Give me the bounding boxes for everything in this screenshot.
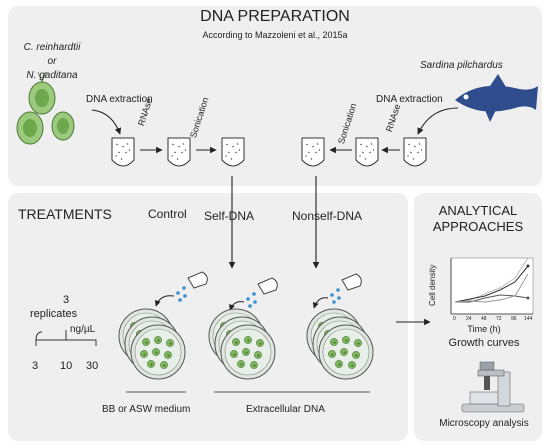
petri-dish-stack-nonself [307, 309, 373, 379]
medium-label: BB or ASW medium [102, 404, 191, 415]
petri-dish-stack-self [209, 309, 275, 379]
tube-icon [403, 137, 427, 167]
control-label: Control [148, 207, 187, 221]
petri-dish-stack-control [119, 309, 185, 379]
tube-icon [355, 137, 379, 167]
extracellular-dna-label: Extracellular DNA [246, 404, 325, 415]
microscopy-label: Microscopy analysis [439, 418, 529, 429]
tube-icon [167, 137, 191, 167]
concentration-high: 30 [86, 360, 99, 372]
algae-label-2: N. gaditana [26, 70, 78, 81]
nonself-dna-label: Nonself-DNA [292, 209, 363, 223]
tube-icon [111, 137, 135, 167]
algae-label-1: C. reinhardtii [23, 42, 81, 53]
concentration-low: 3 [32, 360, 39, 372]
concentration-mid: 10 [60, 360, 73, 372]
chart-xtick-4: 96 [511, 316, 517, 322]
algae-label-or: or [47, 56, 57, 67]
chart-xtick-5: 144 [524, 316, 533, 322]
chart-xtick-0: 0 [453, 316, 456, 322]
chart-ylabel: Cell density [428, 264, 437, 306]
tube-icon [221, 137, 245, 167]
microscope-icon [461, 361, 525, 413]
treatments-title: TREATMENTS [18, 206, 112, 222]
algae-cell-icon [16, 71, 75, 145]
chart-xlabel: Time (h) [467, 324, 501, 334]
right-extraction-label: DNA extraction [376, 94, 443, 105]
concentration-unit: ng/µL [70, 324, 96, 335]
chart-xtick-2: 48 [481, 316, 487, 322]
tube-icon [301, 137, 325, 167]
chart-xtick-1: 24 [466, 316, 472, 322]
replicates-count: 3 [62, 294, 70, 306]
dropper-icon [175, 271, 208, 303]
analytical-title-1: ANALYTICAL [438, 203, 518, 218]
dropper-icon [329, 273, 362, 305]
fish-icon [455, 74, 538, 122]
dna-preparation-panel [8, 6, 542, 186]
growth-curve-chart [450, 257, 534, 315]
dropper-icon [245, 277, 278, 309]
self-dna-label: Self-DNA [204, 209, 255, 223]
growth-curves-label: Growth curves [448, 337, 520, 349]
page-title: DNA PREPARATION [200, 8, 350, 25]
replicates-label: replicates [30, 308, 78, 320]
left-extraction-label: DNA extraction [86, 94, 153, 105]
page-subtitle: According to Mazzoleni et al., 2015a [202, 30, 348, 40]
fish-label: Sardina pilchardus [420, 60, 503, 71]
chart-xtick-3: 72 [496, 316, 502, 322]
analytical-title-2: APPROACHES [432, 219, 524, 234]
